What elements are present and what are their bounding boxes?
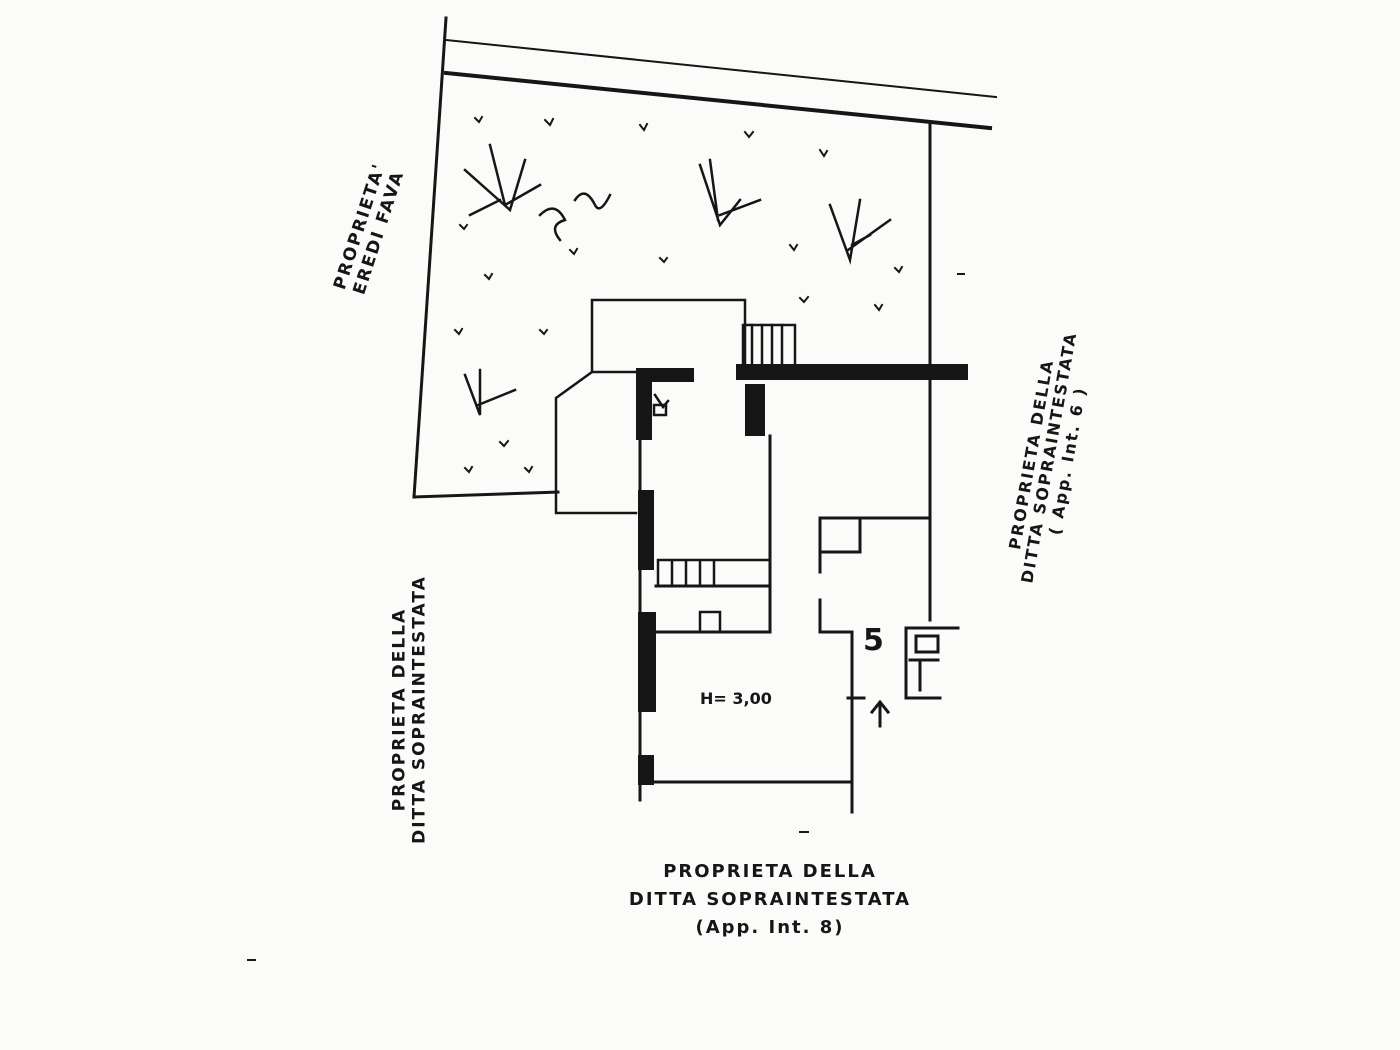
grass-ticks [453,115,904,474]
neighbor-south-line-2: DITTA SOPRAINTESTATA [628,888,912,910]
neighbor-south-line-1: PROPRIETA DELLA [663,861,877,882]
plant-4 [463,368,517,416]
neighbor-label-south: PROPRIETA DELLA DITTA SOPRAINTESTATA (Ap… [560,858,980,942]
neighbor-south-line-3: (App. Int. 8) [695,916,845,938]
plant-scribble [538,192,612,242]
unit-walls [638,378,932,814]
exterior-walls [636,364,968,785]
neighbor-west-line-1: PROPRIETA DELLA [389,607,410,812]
room-height-label: H= 3,00 [700,689,772,708]
entrance-arrow-icon [869,699,891,728]
neighbor-west-line-2: DITTA SOPRAINTESTATA [409,575,429,844]
neighbor-label-west: PROPRIETA DELLA DITTA SOPRAINTESTATA [389,550,429,870]
projecting-block [554,298,747,515]
plant-2 [698,158,762,228]
unit-number-label: 5 [863,623,884,658]
staircase [741,323,797,369]
bathroom-fixture [904,626,960,700]
garden-boundary [412,16,998,622]
garden-plants [453,115,904,474]
kitchen-fixtures [652,393,772,634]
scan-specks [247,273,965,961]
plant-3 [828,198,892,265]
plant-1 [463,143,542,217]
